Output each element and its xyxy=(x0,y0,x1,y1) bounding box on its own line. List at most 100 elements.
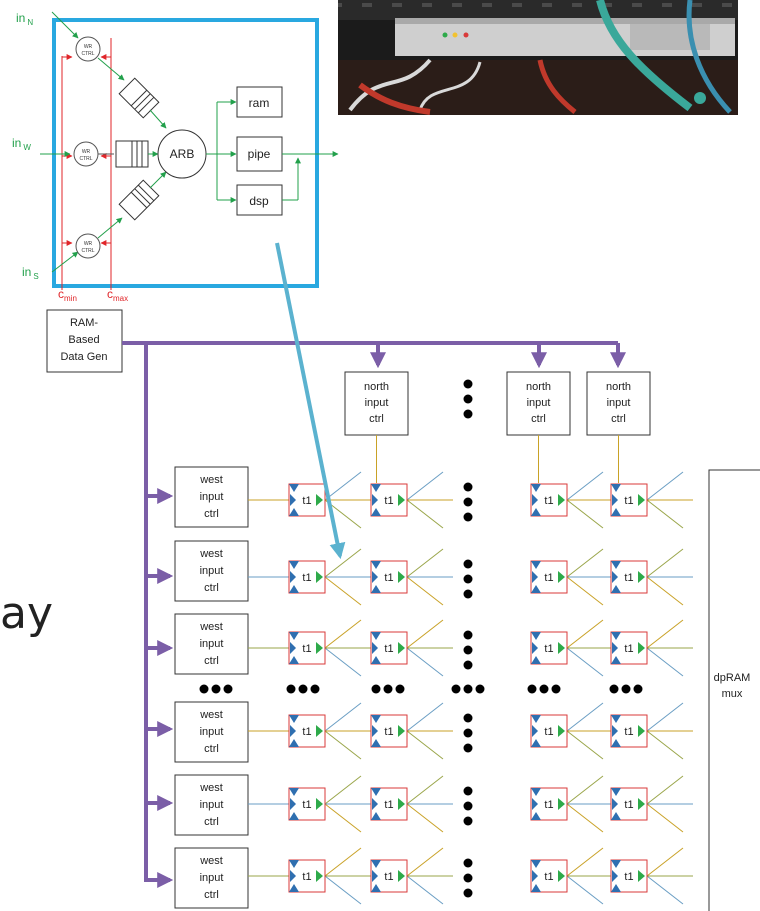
column-ellipsis-top xyxy=(464,380,473,419)
svg-text:north: north xyxy=(364,381,389,393)
west-input-ctrl: west input ctrl xyxy=(175,467,248,527)
svg-text:t1: t1 xyxy=(302,572,311,584)
svg-text:ctrl: ctrl xyxy=(611,413,626,425)
tile-t1: t1 xyxy=(289,860,325,892)
tile-t1: t1 xyxy=(371,561,407,593)
svg-text:ctrl: ctrl xyxy=(204,655,219,667)
ram-based-data-gen: RAM- Based Data Gen xyxy=(47,310,122,372)
svg-text:WR: WR xyxy=(84,241,93,247)
west-input-ctrl: westinputctrl xyxy=(175,702,248,762)
tile-t1: t1 xyxy=(611,561,647,593)
svg-text:WR: WR xyxy=(82,149,91,155)
svg-text:t1: t1 xyxy=(544,643,553,655)
svg-text:t1: t1 xyxy=(302,726,311,738)
svg-text:Data Gen: Data Gen xyxy=(60,351,107,363)
rack-hardware-photo xyxy=(338,0,738,115)
svg-text:t1: t1 xyxy=(624,495,633,507)
svg-text:ctrl: ctrl xyxy=(531,413,546,425)
svg-text:input: input xyxy=(365,397,389,409)
tile-t1: t1 xyxy=(289,561,325,593)
cropped-slide-text: ay xyxy=(0,592,53,636)
svg-text:t1: t1 xyxy=(302,871,311,883)
wr-ctrl-south: WR CTRL xyxy=(76,234,100,258)
ram-block: ram xyxy=(237,87,282,117)
wr-ctrl-north: WR CTRL xyxy=(76,37,100,61)
svg-text:CTRL: CTRL xyxy=(81,248,94,254)
svg-text:WR: WR xyxy=(84,44,93,50)
cmin-label: cmin xyxy=(58,287,77,303)
tile-t1: t1 xyxy=(611,715,647,747)
svg-text:input: input xyxy=(527,397,551,409)
dpram-mux: dpRAM mux xyxy=(709,470,760,911)
svg-text:input: input xyxy=(200,565,224,577)
svg-text:input: input xyxy=(200,491,224,503)
svg-text:ctrl: ctrl xyxy=(204,743,219,755)
svg-text:t1: t1 xyxy=(384,572,393,584)
svg-text:ctrl: ctrl xyxy=(204,816,219,828)
svg-text:t1: t1 xyxy=(384,643,393,655)
svg-text:t1: t1 xyxy=(384,799,393,811)
svg-text:mux: mux xyxy=(722,688,743,700)
svg-text:west: west xyxy=(199,474,223,486)
svg-text:t1: t1 xyxy=(302,643,311,655)
svg-text:north: north xyxy=(526,381,551,393)
tile-t1: t1 xyxy=(371,788,407,820)
arbiter: ARB xyxy=(158,130,206,178)
tile-t1: t1 xyxy=(289,632,325,664)
svg-text:input: input xyxy=(607,397,631,409)
svg-text:t1: t1 xyxy=(624,726,633,738)
cmax-label: cmax xyxy=(107,287,128,303)
west-input-ctrl: west input ctrl xyxy=(175,848,248,908)
svg-text:ctrl: ctrl xyxy=(204,889,219,901)
svg-text:west: west xyxy=(199,709,223,721)
svg-text:input: input xyxy=(200,638,224,650)
west-input-ctrl: west input ctrl xyxy=(175,614,248,674)
svg-text:t1: t1 xyxy=(302,799,311,811)
svg-text:t1: t1 xyxy=(544,495,553,507)
svg-text:ctrl: ctrl xyxy=(204,582,219,594)
svg-text:t1: t1 xyxy=(624,643,633,655)
tile-t1: t1 xyxy=(611,788,647,820)
svg-text:t1: t1 xyxy=(624,871,633,883)
svg-text:t1: t1 xyxy=(384,495,393,507)
svg-text:t1: t1 xyxy=(624,572,633,584)
svg-text:west: west xyxy=(199,855,223,867)
svg-text:t1: t1 xyxy=(544,726,553,738)
tile-t1: t1 xyxy=(611,632,647,664)
svg-text:t1: t1 xyxy=(302,495,311,507)
svg-text:ram: ram xyxy=(249,96,270,110)
tile-t1: t1 xyxy=(371,632,407,664)
tile-t1: t1 xyxy=(611,860,647,892)
svg-text:ctrl: ctrl xyxy=(204,508,219,520)
svg-text:RAM-: RAM- xyxy=(70,317,98,329)
svg-text:west: west xyxy=(199,621,223,633)
tile-t1: t1 xyxy=(531,788,567,820)
tile-t1: t1 xyxy=(371,715,407,747)
wr-ctrl-west: WR CTRL xyxy=(74,142,98,166)
tile-t1: t1 xyxy=(531,715,567,747)
west-input-ctrls: west input ctrl west input ctrl west input ctrl w… xyxy=(175,467,248,908)
pipe-block: pipe xyxy=(237,137,282,171)
svg-text:ARB: ARB xyxy=(170,147,195,161)
svg-text:t1: t1 xyxy=(384,726,393,738)
tile-t1: t1 xyxy=(371,860,407,892)
svg-text:t1: t1 xyxy=(624,799,633,811)
tile-t1: t1 xyxy=(611,484,647,516)
svg-text:west: west xyxy=(199,548,223,560)
svg-text:input: input xyxy=(200,799,224,811)
north-input-ctrls: northinputctrlnorthinputctrlnorthinputct… xyxy=(345,372,650,483)
svg-text:input: input xyxy=(200,872,224,884)
svg-text:Based: Based xyxy=(68,334,99,346)
north-input-ctrl: north input ctrl xyxy=(507,372,570,435)
svg-text:ctrl: ctrl xyxy=(369,413,384,425)
tile-t1: t1 xyxy=(531,632,567,664)
west-input-ctrl: west input ctrl xyxy=(175,541,248,601)
switch-detail-panel: inN inW inS WR CTRL WR CTRL WR CTRL xyxy=(12,11,338,303)
tile-t1: t1 xyxy=(289,788,325,820)
svg-text:t1: t1 xyxy=(544,799,553,811)
svg-text:CTRL: CTRL xyxy=(81,51,94,57)
svg-text:west: west xyxy=(199,782,223,794)
